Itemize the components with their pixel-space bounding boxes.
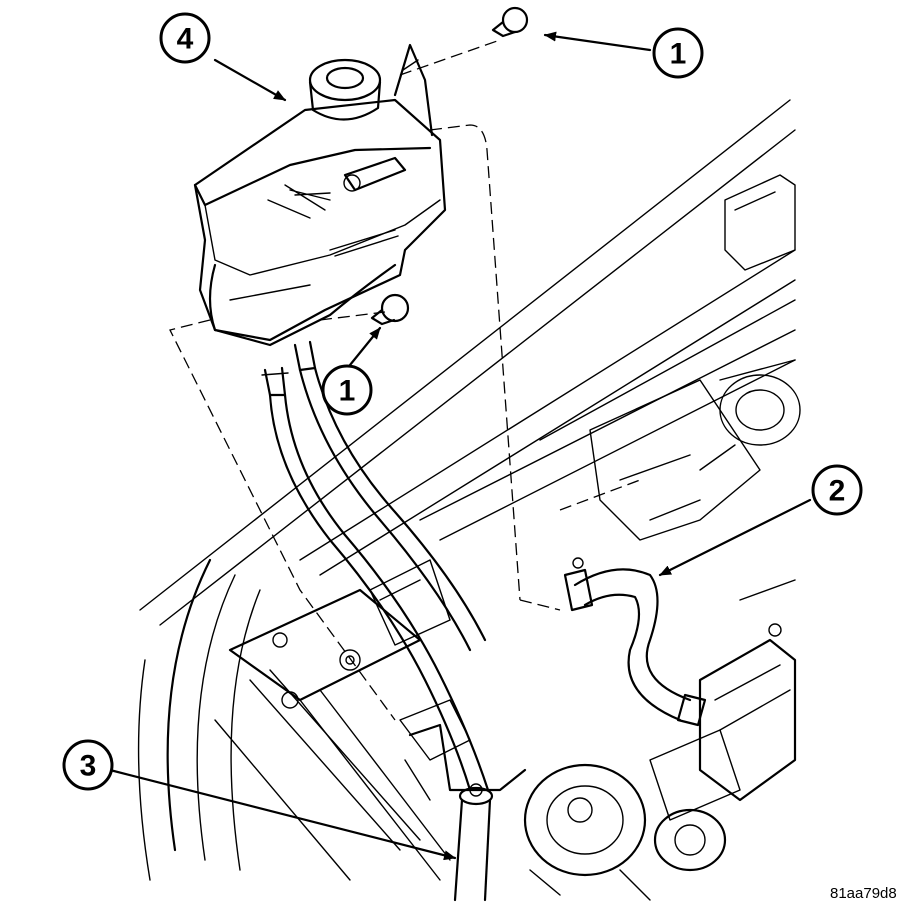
engine-bay-structure — [137, 99, 801, 901]
fastener-top — [491, 6, 529, 38]
callout-1-top: 1 — [652, 27, 704, 79]
callout-3: 3 — [62, 739, 114, 791]
filler-cap — [308, 58, 382, 121]
strut-tower — [699, 359, 801, 471]
hose-right — [563, 557, 707, 727]
callout-2: 2 — [811, 464, 863, 516]
coolant-reservoir — [193, 43, 447, 397]
fastener-lower — [370, 293, 410, 326]
callout-label: 4 — [177, 23, 194, 56]
reservoir-hoses — [268, 366, 490, 792]
callout-4: 4 — [159, 12, 211, 64]
hose-bottom — [453, 783, 494, 902]
callout-label: 1 — [670, 38, 687, 71]
installation-guide-lines — [169, 39, 641, 721]
figure-code: 81aa79d8 — [830, 885, 897, 902]
callout-label: 3 — [80, 750, 97, 783]
callout-label: 2 — [829, 475, 846, 508]
engine-components — [523, 579, 797, 901]
callout-label: 1 — [339, 375, 356, 408]
callout-1-lower: 1 — [321, 364, 373, 416]
leader-arrows — [108, 31, 812, 861]
